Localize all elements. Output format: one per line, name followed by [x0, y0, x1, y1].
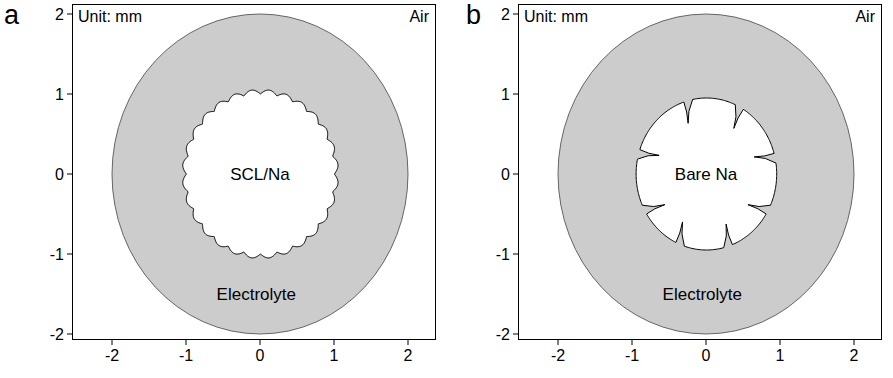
tick-label: -2: [496, 326, 510, 343]
region-label: Electrolyte: [217, 285, 296, 304]
panel-letter: a: [4, 0, 19, 30]
bare-interface: [636, 98, 777, 250]
crack-edge: [683, 99, 692, 123]
tick-label: 1: [501, 86, 510, 103]
sodium-electrode: Bare Na: [625, 86, 788, 262]
crack-fill: [637, 205, 664, 217]
crack-edge: [754, 153, 776, 163]
region-label: Air: [855, 8, 875, 25]
x-tick: [632, 340, 633, 345]
crack-edge: [723, 224, 732, 248]
region-label: Bare Na: [675, 165, 737, 184]
tick-label: 2: [850, 347, 859, 364]
electrolyte-region: SCL/NaElectrolyte: [112, 14, 408, 334]
tick-label: 2: [404, 347, 413, 364]
crack-fill: [748, 205, 775, 217]
x-tick: [112, 340, 113, 345]
scalloped-interface: [182, 90, 337, 258]
tick-label: 2: [55, 6, 64, 23]
crack-fill: [632, 148, 659, 159]
x-tick: [334, 340, 335, 345]
crack-fill: [723, 224, 734, 253]
crack-edge: [675, 222, 683, 246]
crack-edge: [642, 205, 665, 214]
tick-label: 2: [501, 6, 510, 23]
tick-label: 1: [55, 86, 64, 103]
tick-label: -1: [625, 347, 639, 364]
unit-note: Unit: mm: [524, 8, 588, 25]
crack-fill: [754, 152, 781, 163]
sodium-electrode: SCL/Na: [179, 86, 342, 262]
tick-label: 1: [330, 347, 339, 364]
unit-note: Unit: mm: [78, 8, 142, 25]
region-label: SCL/Na: [230, 165, 290, 184]
tick-label: 0: [256, 347, 265, 364]
plot-frame: Bare Na Electrolyte Unit: mm Air: [518, 4, 882, 340]
crack-edge: [637, 150, 659, 160]
tick-label: 1: [776, 347, 785, 364]
x-tick: [186, 340, 187, 345]
tick-label: -1: [50, 246, 64, 263]
x-tick: [408, 340, 409, 345]
electrolyte-disc: [112, 14, 408, 334]
x-tick: [706, 340, 707, 345]
tick-label: -2: [50, 326, 64, 343]
crack-fill: [682, 94, 692, 123]
tick-label: -2: [105, 347, 119, 364]
tick-label: 0: [55, 166, 64, 183]
x-tick: [780, 340, 781, 345]
electrolyte-disc: [558, 14, 854, 334]
crack-fill: [733, 100, 745, 129]
region-label: Air: [409, 8, 429, 25]
tick-label: 0: [702, 347, 711, 364]
tick-label: -2: [551, 347, 565, 364]
crack-edge: [733, 105, 743, 129]
electrolyte-region: Bare Na Electrolyte: [558, 14, 854, 334]
x-tick: [260, 340, 261, 345]
region-label: Electrolyte: [663, 285, 742, 304]
tick-label: 0: [501, 166, 510, 183]
crack-edge: [748, 205, 771, 214]
crack-fill: [673, 222, 684, 252]
plot-frame: SCL/NaElectrolyteUnit: mmAir: [72, 4, 436, 340]
x-tick: [558, 340, 559, 345]
panel-letter: b: [466, 0, 481, 30]
tick-label: -1: [179, 347, 193, 364]
x-tick: [854, 340, 855, 345]
tick-label: -1: [496, 246, 510, 263]
